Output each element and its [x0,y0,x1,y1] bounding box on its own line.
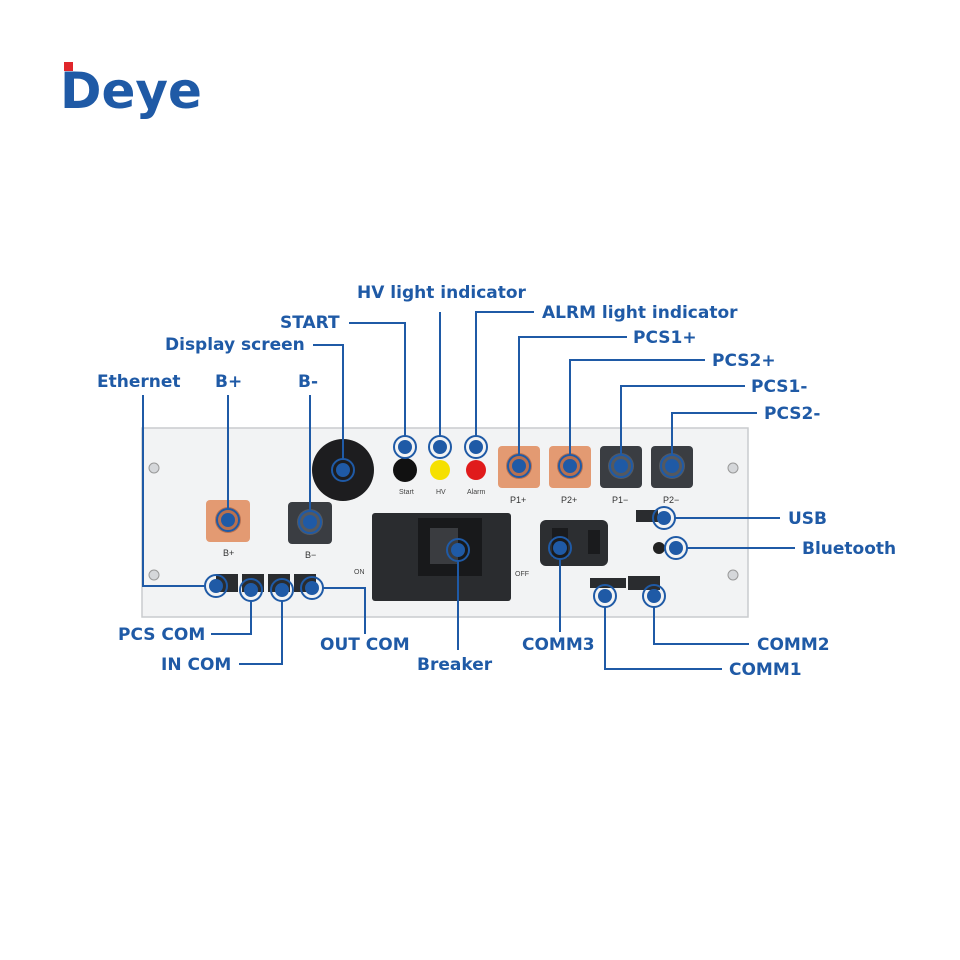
label-breaker: Breaker [417,655,493,675]
leader-pcs2-plus [569,359,705,455]
label-pcs-com: PCS COM [118,625,205,645]
leader-pcs1-plus [518,336,627,455]
comm3-insert [588,530,600,554]
leader-alrm [475,311,534,436]
deye-logo: Deye [60,62,202,120]
label-comm2: COMM2 [757,635,830,655]
label-bluetooth: Bluetooth [802,539,896,559]
comm2-port[interactable] [628,576,660,590]
leader-in-com [239,601,283,665]
logo-text: Deye [60,62,202,120]
label-usb: USB [788,509,827,529]
label-pcs2-plus: PCS2+ [712,351,776,371]
b-minus-mark: B− [305,550,316,560]
mounting-hole [148,462,160,474]
leader-ethernet [142,395,205,587]
label-pcs1-minus: PCS1- [751,377,807,397]
label-hv-light: HV light indicator [357,283,527,303]
leader-pcs2-minus [671,412,757,455]
hv-mark: HV [436,489,446,496]
label-comm1: COMM1 [729,660,802,680]
label-pcs1-plus: PCS1+ [633,328,697,348]
p1-minus-mark: P1− [612,495,628,505]
mounting-hole [727,569,739,581]
off-mark: OFF [515,571,529,578]
logo-accent-mark [64,62,73,71]
leader-out-com [323,587,366,634]
alarm-mark: Alarm [467,489,485,496]
label-in-com: IN COM [161,655,231,675]
hv-indicator [430,460,450,480]
leader-lines [142,311,795,670]
leader-pcs1-minus [620,385,745,455]
battery-control-panel: Start HV Alarm P1+ P2+ P1− P2− B+ B− ON … [141,427,749,618]
leader-display [313,344,344,459]
alarm-indicator [466,460,486,480]
leader-comm1 [604,607,722,670]
label-alrm-light: ALRM light indicator [542,303,738,323]
callout-labels: HV light indicator START ALRM light indi… [97,283,896,680]
label-display-screen: Display screen [165,335,305,355]
label-start: START [280,313,340,333]
on-mark: ON [354,569,365,576]
label-comm3: COMM3 [522,635,595,655]
label-out-com: OUT COM [320,635,410,655]
p1-plus-mark: P1+ [510,495,526,505]
label-b-minus: B- [298,372,318,392]
leader-pcs-com [211,601,252,635]
comm1-port[interactable] [590,578,626,588]
leader-comm2 [653,607,749,645]
b-plus-mark: B+ [223,548,234,558]
label-ethernet: Ethernet [97,372,181,392]
p2-minus-mark: P2− [663,495,679,505]
label-pcs2-minus: PCS2- [764,404,820,424]
mounting-hole [148,569,160,581]
leader-start [349,322,406,436]
start-mark: Start [399,489,414,496]
p2-plus-mark: P2+ [561,495,577,505]
bluetooth-button[interactable] [653,542,665,554]
start-button[interactable] [393,458,417,482]
label-b-plus: B+ [215,372,242,392]
mounting-hole [727,462,739,474]
